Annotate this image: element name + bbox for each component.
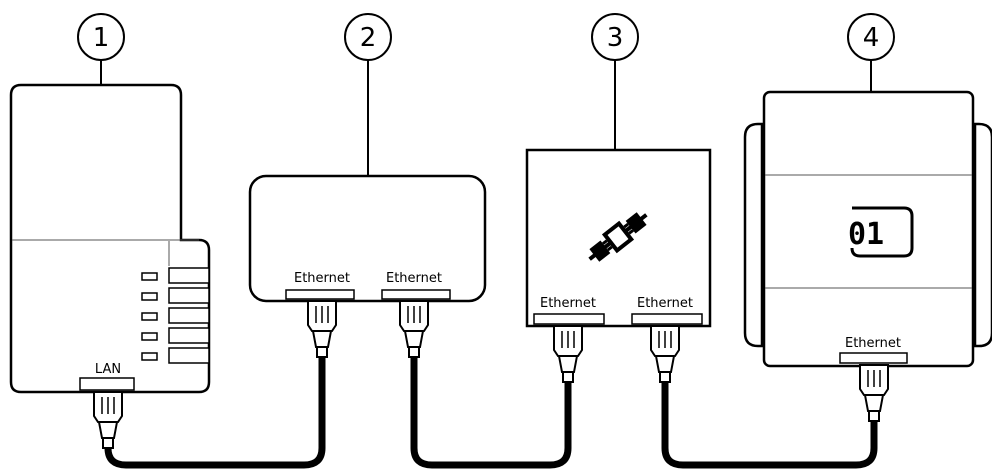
status-led-icon bbox=[141, 272, 158, 361]
controller-port bbox=[839, 352, 908, 364]
adapter-port-left bbox=[285, 289, 355, 300]
callout-number: 4 bbox=[863, 23, 880, 53]
callout-number: 2 bbox=[360, 23, 377, 53]
router-ports bbox=[168, 267, 210, 364]
cable-coupler-to-controller bbox=[661, 371, 878, 469]
coupler-port-left bbox=[533, 313, 605, 325]
controller-device: 01 Ethernet bbox=[743, 90, 992, 368]
adapter-port-right-label: Ethernet bbox=[386, 271, 442, 286]
plug-connection-icon bbox=[588, 212, 648, 262]
ethernet-adapter-device: Ethernet Ethernet bbox=[248, 174, 487, 303]
rj45-plug-icon bbox=[307, 300, 337, 358]
rj45-plug-icon bbox=[859, 364, 889, 422]
rj45-plugs bbox=[93, 300, 889, 449]
router-device: LAN bbox=[9, 83, 211, 394]
coupler-device: Ethernet Ethernet bbox=[525, 148, 712, 328]
rj45-plug-icon bbox=[650, 325, 680, 383]
callout-2: 2 bbox=[344, 13, 392, 186]
coupler-port-right bbox=[631, 313, 703, 325]
callout-3: 3 bbox=[591, 13, 639, 170]
adapter-port-left-label: Ethernet bbox=[294, 271, 350, 286]
callout-number: 1 bbox=[93, 23, 110, 53]
callout-number: 3 bbox=[607, 23, 624, 53]
lan-port-label: LAN bbox=[95, 362, 121, 377]
callout-1: 1 bbox=[77, 13, 125, 103]
rj45-plug-icon bbox=[553, 325, 583, 383]
ethernet-cables bbox=[104, 346, 878, 469]
display-value: 01 bbox=[848, 217, 884, 252]
adapter-port-right bbox=[381, 289, 451, 300]
cable-adapter-to-coupler bbox=[410, 346, 572, 469]
coupler-port-right-label: Ethernet bbox=[637, 296, 693, 311]
controller-port-label: Ethernet bbox=[845, 336, 901, 351]
coupler-port-left-label: Ethernet bbox=[540, 296, 596, 311]
display-screen: 01 bbox=[848, 206, 914, 258]
rj45-plug-icon bbox=[93, 391, 123, 449]
rj45-plug-icon bbox=[399, 300, 429, 358]
cable-router-to-adapter bbox=[104, 346, 326, 469]
lan-port bbox=[79, 377, 135, 391]
